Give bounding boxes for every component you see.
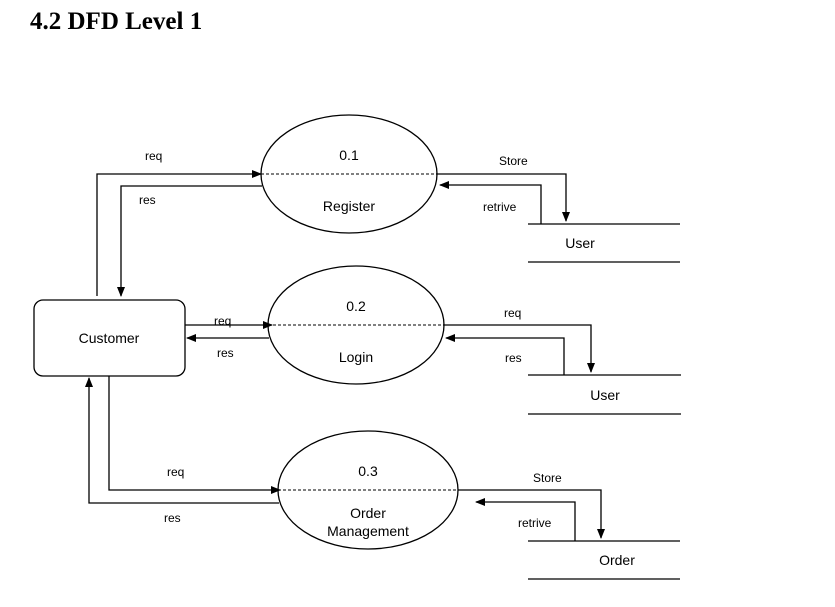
flow-order-store-label: Store	[533, 471, 562, 485]
flow-login-store-req: req	[504, 306, 521, 320]
flow-register-retrive-label: retrive	[483, 200, 517, 214]
flow-register-to-store	[436, 173, 570, 222]
process-login-number: 0.2	[346, 298, 366, 314]
flow-customer-order-req: req	[167, 465, 184, 479]
flow-customer-login-res: res	[217, 346, 234, 360]
process-login[interactable]: 0.2 Login	[267, 265, 445, 385]
flow-store-to-register	[439, 181, 542, 224]
process-register[interactable]: 0.1 Register	[260, 114, 438, 234]
flow-login-to-store	[443, 324, 595, 373]
flow-customer-order-res: res	[164, 511, 181, 525]
process-register-name: Register	[323, 198, 375, 214]
customer-label: Customer	[79, 330, 140, 346]
process-login-name: Login	[339, 349, 373, 365]
flow-customer-register-req: req	[145, 149, 162, 163]
flow-order-to-customer	[85, 377, 279, 504]
flow-store-to-order	[475, 498, 576, 541]
data-store-user-1[interactable]: User	[528, 223, 680, 263]
page-title: 4.2 DFD Level 1	[30, 8, 203, 35]
data-store-user-1-label: User	[565, 235, 595, 251]
flow-register-to-customer	[117, 185, 262, 297]
data-store-user-2-label: User	[590, 387, 620, 403]
data-store-order-label: Order	[599, 552, 635, 568]
flow-store-to-login	[445, 334, 565, 375]
flow-customer-to-register	[96, 170, 262, 296]
flow-customer-login-req: req	[214, 314, 231, 328]
flow-customer-to-order	[108, 376, 281, 494]
process-order-number: 0.3	[358, 463, 378, 479]
process-order-management[interactable]: 0.3 Order Management	[277, 430, 459, 550]
process-register-number: 0.1	[339, 147, 359, 163]
data-store-order[interactable]: Order	[528, 540, 680, 580]
flow-customer-register-res: res	[139, 193, 156, 207]
flow-order-to-store	[458, 489, 605, 539]
process-order-name-line1: Order	[350, 505, 386, 521]
customer-entity[interactable]: Customer	[33, 299, 186, 377]
flow-register-store-label: Store	[499, 154, 528, 168]
flow-order-retrive-label: retrive	[518, 516, 552, 530]
flow-login-store-res: res	[505, 351, 522, 365]
data-store-user-2[interactable]: User	[528, 374, 681, 415]
process-order-name-line2: Management	[327, 523, 409, 539]
